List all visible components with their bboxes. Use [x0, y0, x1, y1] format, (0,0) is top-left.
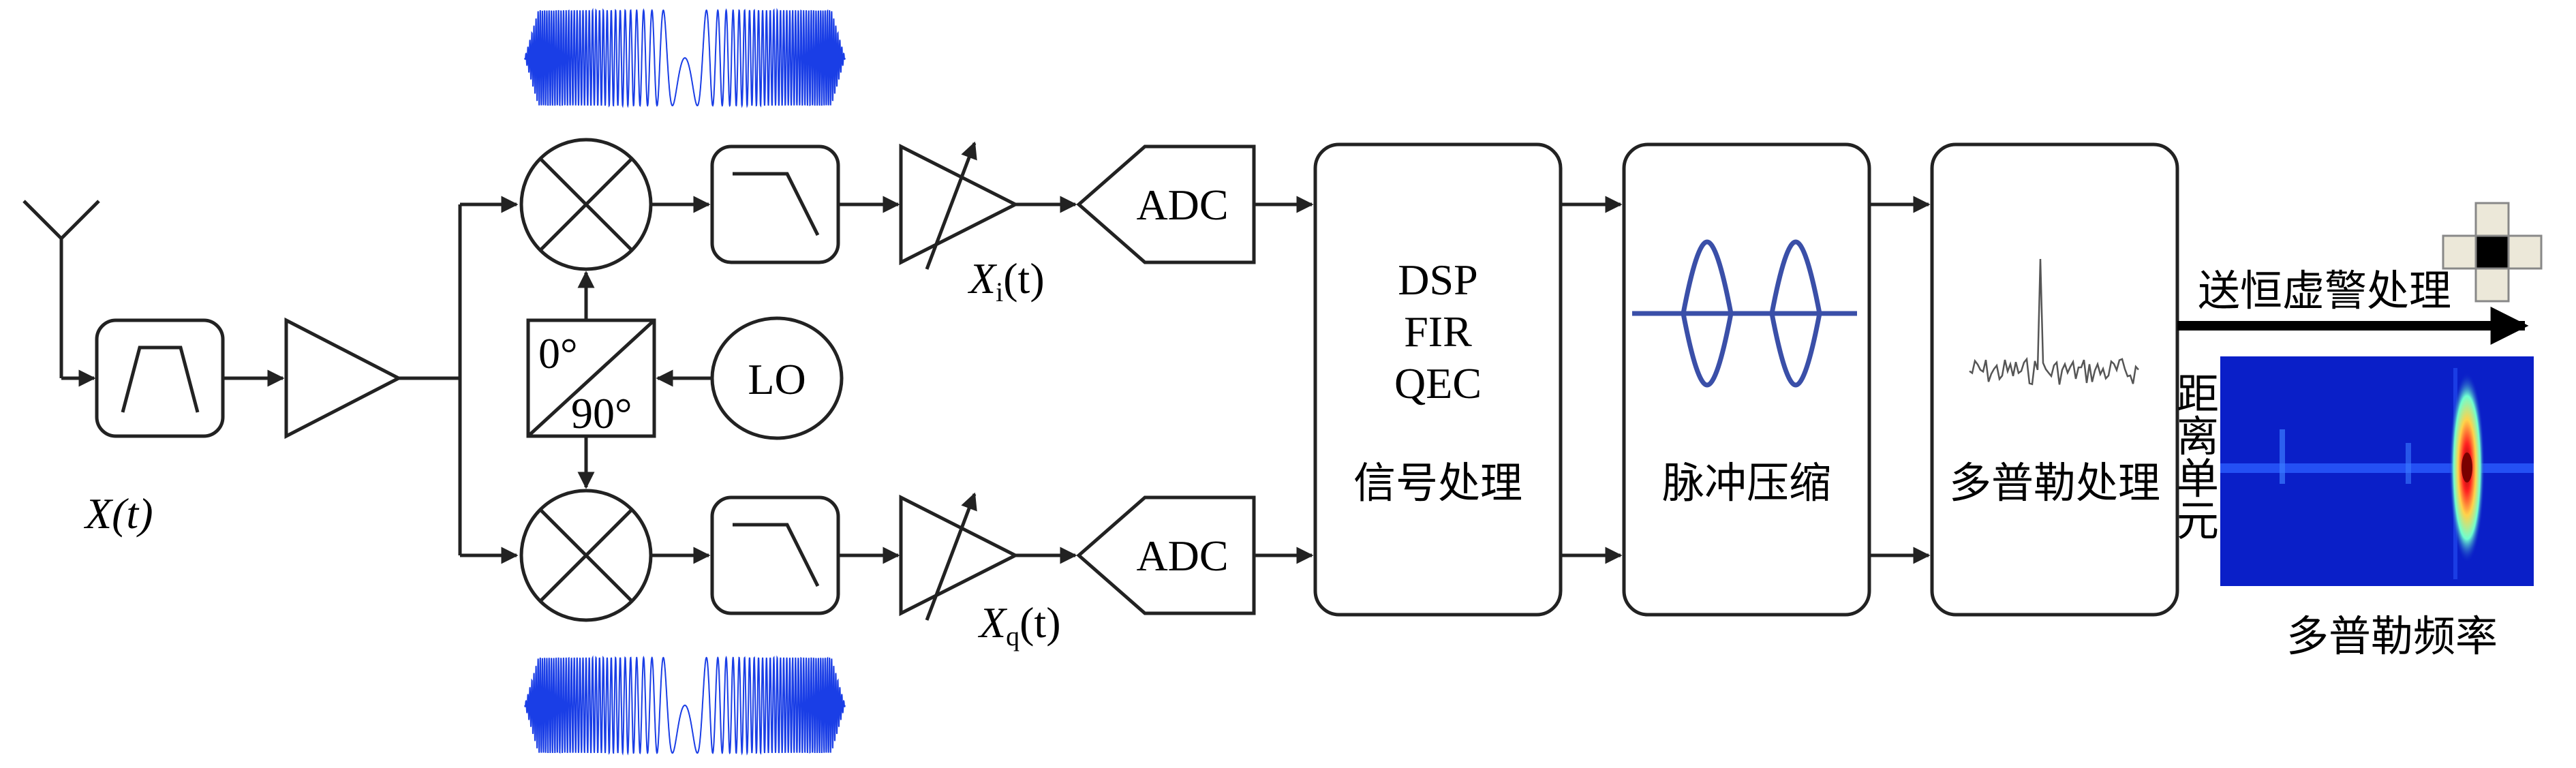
lowpass-filter-icon: [710, 495, 840, 615]
input-signal-label: X(t): [83, 489, 153, 538]
lowpass-filter-icon: [710, 144, 840, 264]
chirp-waveform-i: [524, 7, 846, 108]
amplifier-icon: [284, 317, 403, 440]
variable-gain-amplifier-icon: [899, 492, 1019, 621]
chirp-waveform-q: [524, 655, 846, 756]
adc-i-label: ADC: [1136, 181, 1228, 229]
wire-split: [399, 204, 462, 555]
variable-gain-amplifier-icon: [899, 141, 1019, 270]
range-cell-label-1: 距: [2177, 369, 2219, 419]
doppler-spectrum-icon: [1969, 258, 2139, 386]
cfar-cross-icon: [2442, 202, 2543, 303]
phase-0-label: 0°: [538, 329, 578, 378]
doppler-processing-block: 多普勒处理: [1930, 142, 2179, 617]
chirp-trace: [524, 655, 846, 756]
x-q-label: Xq(t): [977, 598, 1061, 651]
phase-splitter-icon: 0° 90°: [526, 318, 656, 438]
adc-block-q: ADC: [1076, 495, 1256, 615]
range-cell-label-3: 单: [2177, 454, 2219, 504]
range-cell-label-4: 元: [2177, 496, 2219, 546]
mixer-icon: [519, 489, 653, 622]
dsp-title: 信号处理: [1353, 458, 1522, 508]
compressed-pulse-icon: [1632, 239, 1857, 388]
range-cell-label-2: 离: [2177, 412, 2219, 461]
doppler-processing-title: 多普勒处理: [1949, 458, 2160, 508]
chirp-trace: [524, 7, 846, 108]
mixer-icon: [519, 138, 653, 271]
bandpass-filter-icon: [95, 318, 225, 438]
pulse-compression-block: 脉冲压缩: [1622, 142, 1871, 617]
phase-90-label: 90°: [571, 389, 632, 437]
cfar-label: 送恒虚警处理: [2198, 266, 2451, 316]
adc-block-i: ADC: [1076, 144, 1256, 264]
signal-processing-block: DSP FIR QEC 信号处理: [1313, 142, 1563, 617]
range-doppler-map: [2220, 356, 2534, 586]
dsp-line-2: FIR: [1404, 307, 1472, 356]
adc-q-label: ADC: [1136, 532, 1228, 580]
lo-label: LO: [748, 355, 806, 403]
pulse-compression-title: 脉冲压缩: [1662, 458, 1831, 508]
antenna-icon: [22, 200, 100, 378]
doppler-frequency-label: 多普勒频率: [2286, 611, 2498, 661]
dsp-line-1: DSP: [1398, 256, 1477, 304]
dsp-line-3: QEC: [1394, 359, 1482, 408]
local-oscillator: LO: [710, 316, 844, 440]
x-i-label: Xi(t): [967, 254, 1045, 307]
